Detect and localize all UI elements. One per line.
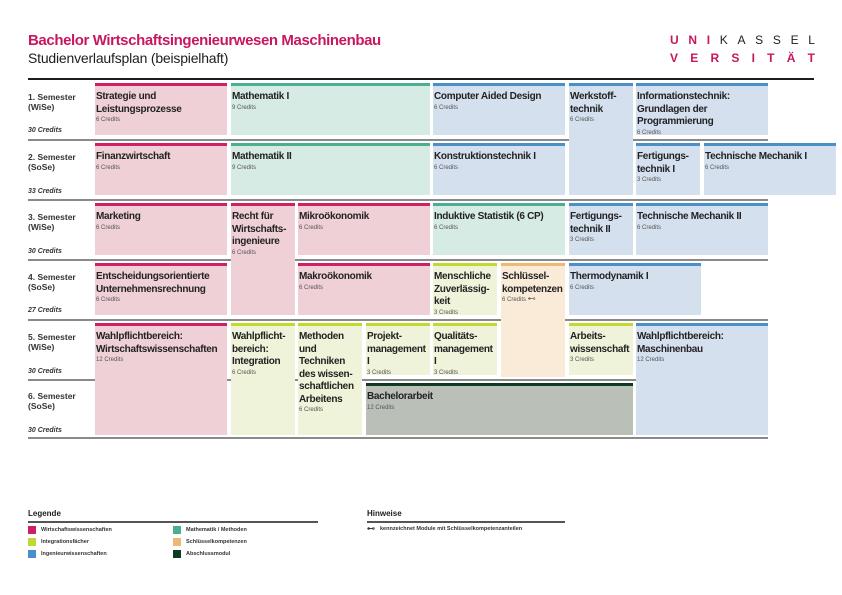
logo-letter: T [807,51,815,65]
logo-letter: U [670,33,679,47]
semester-credits: 30 Credits [28,427,62,434]
row-divider [28,199,768,201]
legend-title: Legende [28,509,61,518]
semester-credits: 27 Credits [28,307,62,314]
logo-letter: R [710,51,720,65]
module-card[interactable]: Entscheidungsorientierte Unternehmensrec… [95,263,227,315]
module-card[interactable]: Wahlpflichtbereich: Wirtschaftswissensch… [95,323,227,435]
semester-credits: 30 Credits [28,368,62,375]
row-divider [28,319,768,321]
logo-letter: Ä [786,51,796,65]
legend-swatch [173,526,181,534]
logo-letter: T [767,51,775,65]
semester-credits: 33 Credits [28,188,62,195]
legend-item: Ingenieurwissenschaften [28,550,107,558]
legend-item: Wirtschaftswissenschaften [28,526,112,534]
notes-title: Hinweise [367,509,402,518]
legend-divider [28,521,318,523]
row-divider [28,139,768,141]
logo-letter: A [737,33,746,47]
legend-swatch [28,550,36,558]
row-divider [28,259,768,261]
legend-swatch [173,538,181,546]
logo-letter: S [772,33,781,47]
legend-swatch [28,538,36,546]
module-card[interactable]: Induktive Statistik (6 CP)6 Credits [433,203,565,255]
module-card[interactable]: Informationstechnik: Grundlagen der Prog… [636,83,768,136]
logo-letter: I [751,51,755,65]
semester-label: 3. Semester(WiSe) [28,212,76,232]
logo-letter: I [706,33,711,47]
semester-label: 4. Semester(SoSe) [28,272,76,292]
logo-letter: E [690,51,699,65]
page-subtitle: Studienverlaufsplan (beispielhaft) [28,50,229,66]
key-icon: ⊷ [527,294,536,303]
key-icon: ⊷ [367,524,375,533]
page-title: Bachelor Wirtschaftsingenieurwesen Masch… [28,32,381,49]
legend-swatch [28,526,36,534]
legend-item: Abschlussmodul [173,550,230,558]
logo-letter: K [719,33,728,47]
notes-divider [367,521,565,523]
semester-credits: 30 Credits [28,248,62,255]
header-divider [28,78,814,80]
semester-label: 5. Semester(WiSe) [28,332,76,352]
module-card[interactable]: Methoden und Techniken des wissen-schaft… [298,323,362,435]
notes-item: ⊷kennzeichnet Module mit Schlüsselkompet… [367,524,523,533]
semester-label: 1. Semester(WiSe) [28,92,76,112]
semester-label: 6. Semester(SoSe) [28,391,76,411]
logo-letter: E [790,33,799,47]
logo-letter: S [731,51,740,65]
legend-swatch [173,550,181,558]
logo-letter: S [755,33,764,47]
row-divider [28,379,768,381]
semester-credits: 30 Credits [28,127,62,134]
legend-item: Mathematik / Methoden [173,526,247,534]
legend-item: Schlüsselkompetenzen [173,538,247,546]
logo-letter: N [688,33,698,47]
semester-label: 2. Semester(SoSe) [28,152,76,172]
legend-item: Integrationsfächer [28,538,89,546]
row-divider [28,437,768,439]
logo-letter: L [808,33,815,47]
logo-letter: V [670,51,679,65]
